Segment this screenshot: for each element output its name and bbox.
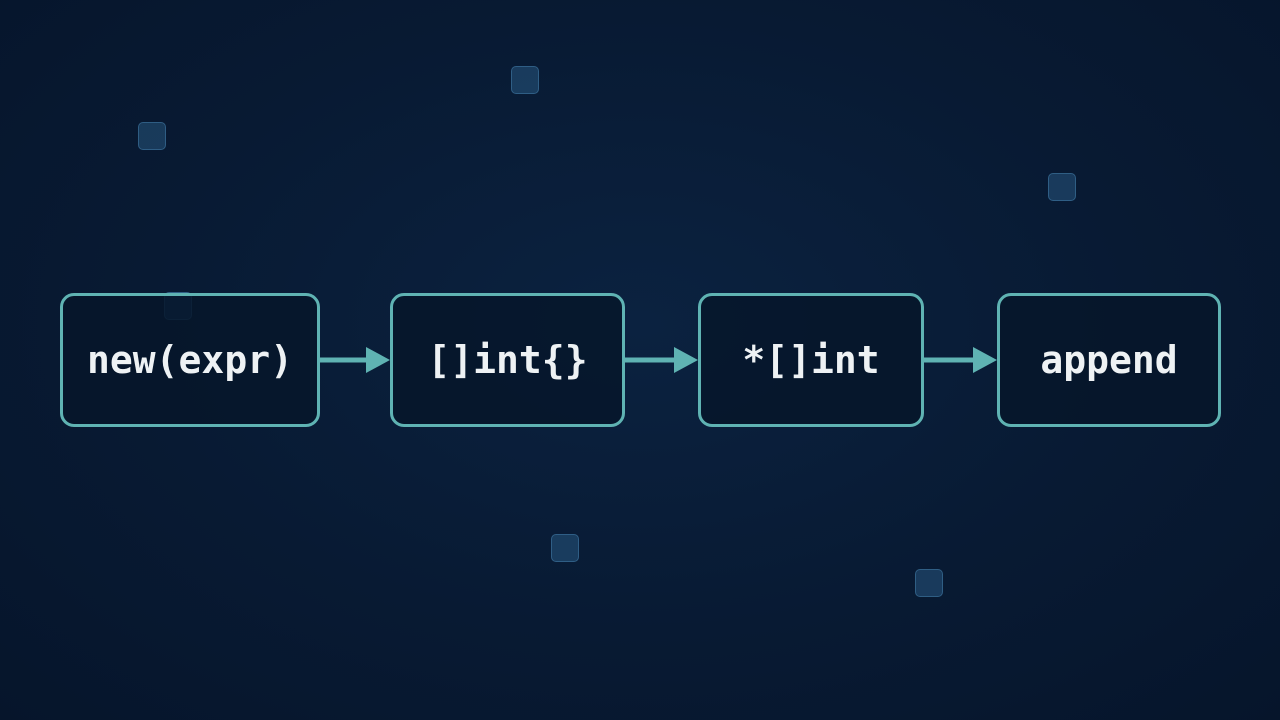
node-label: *[]int	[742, 338, 880, 382]
node-new-expr: new(expr)	[60, 293, 320, 427]
node-label: new(expr)	[87, 338, 293, 382]
node-int-slice-pointer: *[]int	[698, 293, 924, 427]
watermark-icon	[511, 66, 539, 94]
node-label: append	[1040, 338, 1178, 382]
node-append: append	[997, 293, 1221, 427]
watermark-icon	[915, 569, 943, 597]
edge-arrow	[320, 347, 390, 373]
node-int-slice-literal: []int{}	[390, 293, 625, 427]
watermark-icon	[1048, 173, 1076, 201]
edge-arrow	[924, 347, 997, 373]
node-label: []int{}	[427, 338, 588, 382]
edge-arrow	[625, 347, 698, 373]
watermark-icon	[138, 122, 166, 150]
watermark-icon	[551, 534, 579, 562]
